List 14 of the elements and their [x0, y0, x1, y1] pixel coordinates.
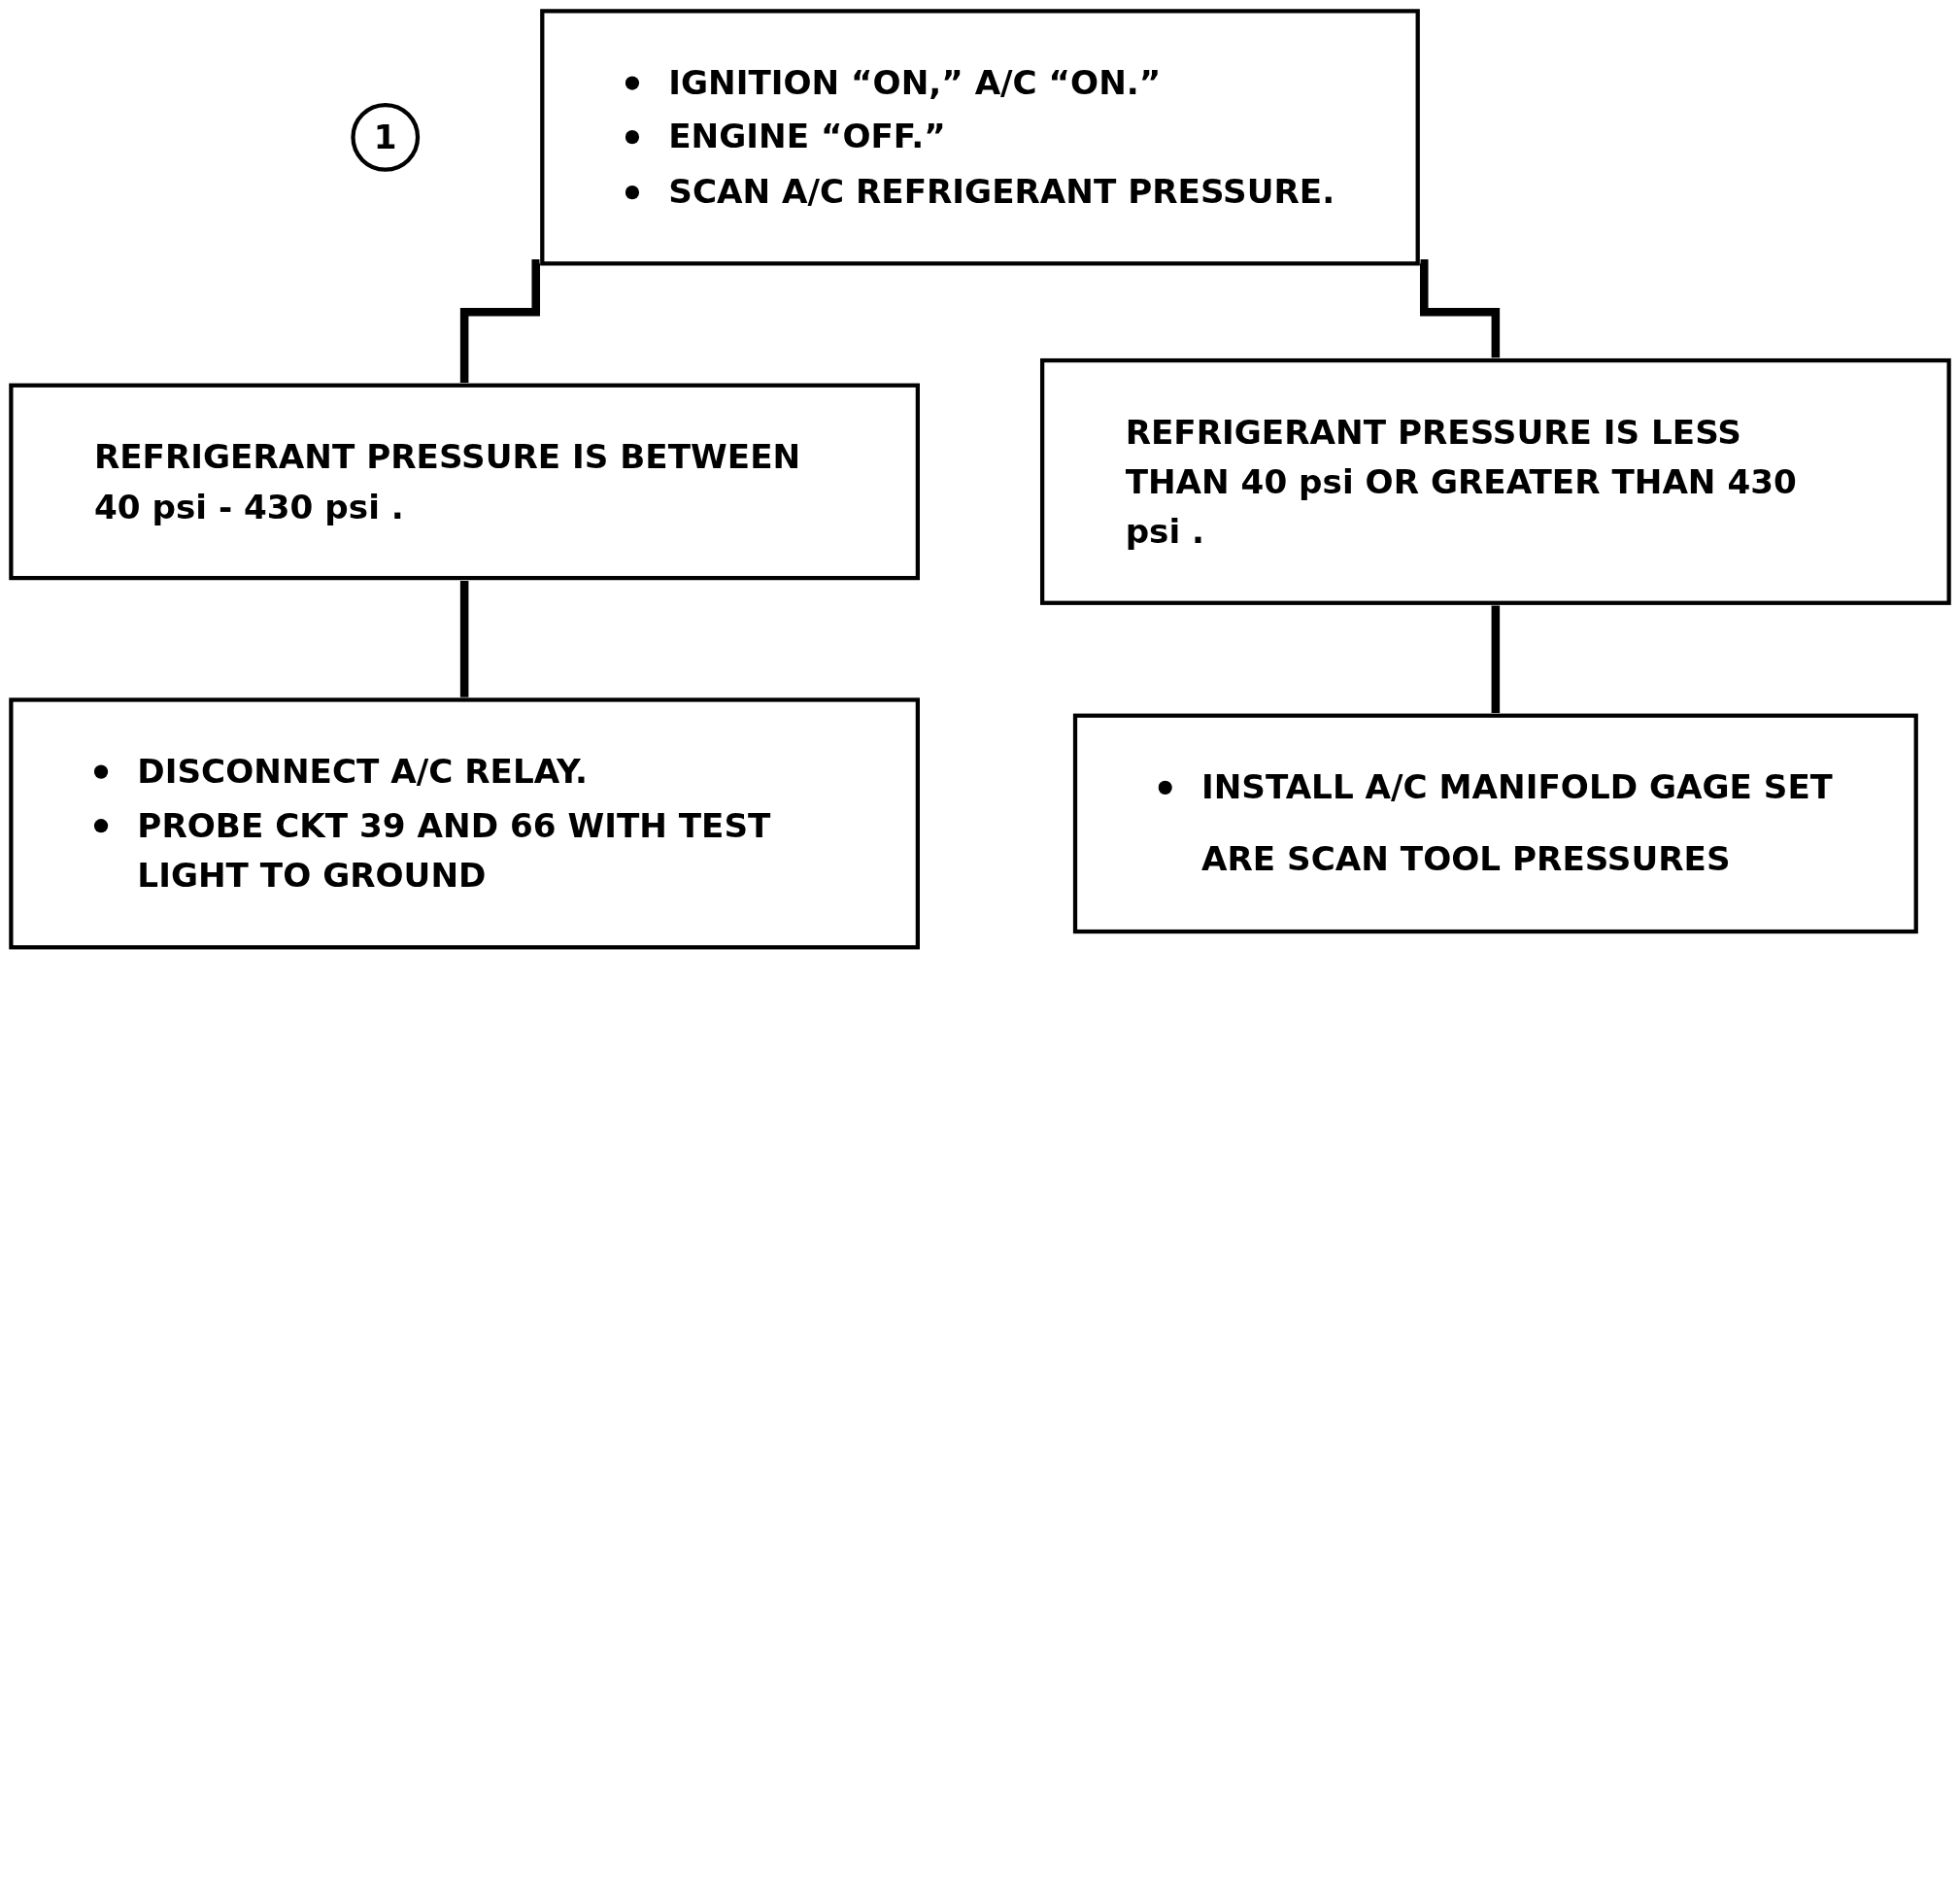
step-text: REFRIGERANT PRESSURE IS LESS THAN 40 psi OR GREATER THAN 430 psi . — [1125, 411, 1798, 554]
step-text: ARE SCAN TOOL PRESSURES — [1201, 839, 1731, 882]
connector-line — [459, 580, 469, 697]
connector-line — [459, 259, 541, 383]
step-text: ENGINE “OFF.” — [668, 117, 946, 159]
step-text: INSTALL A/C MANIFOLD GAGE SET — [1201, 766, 1834, 809]
step-number: 1 — [373, 117, 397, 159]
step-text: IGNITION “ON,” A/C “ON.” — [668, 62, 1162, 104]
step-text: REFRIGERANT PRESSURE IS BETWEEN 40 psi - 430 psi . — [93, 436, 802, 528]
step-text: DISCONNECT A/C RELAY. — [137, 751, 588, 793]
step-text: PROBE CKT 39 AND 66 WITH TEST LIGHT TO GROUND — [137, 805, 772, 898]
connector-line — [1491, 605, 1501, 713]
connector-line — [1419, 259, 1501, 358]
step-text: SCAN A/C REFRIGERANT PRESSURE. — [668, 171, 1335, 214]
